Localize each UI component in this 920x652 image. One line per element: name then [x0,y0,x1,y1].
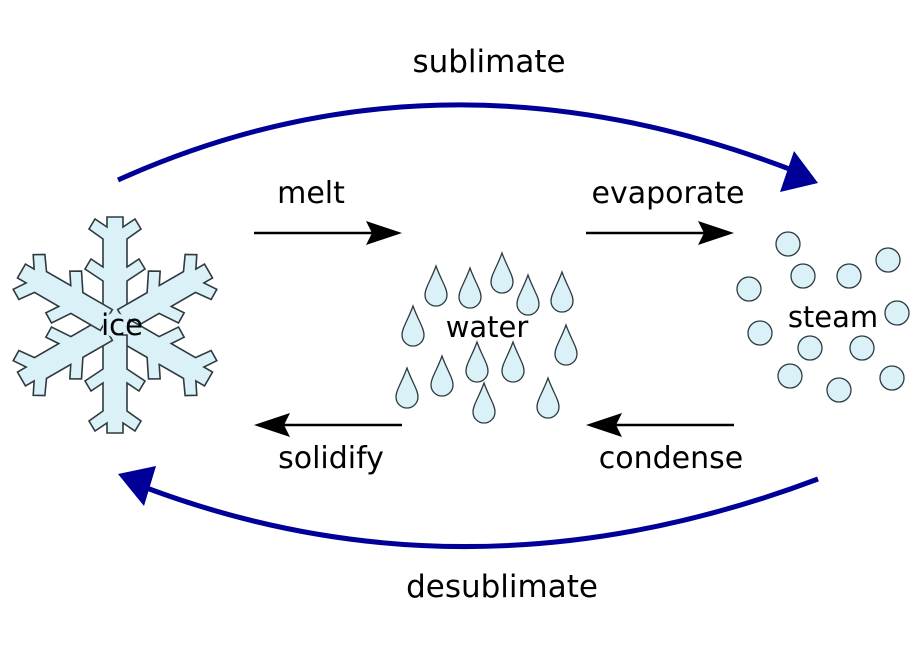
steam-bubble [797,335,823,361]
water-drop [424,264,448,307]
melt-label: melt [277,176,345,211]
water-drop [458,266,482,309]
solidify-label: solidify [278,441,384,476]
sublimate-label: sublimate [412,44,565,80]
water-drop [550,270,574,313]
steam-bubble [777,363,803,389]
steam-bubble [884,300,910,326]
snowflake-icon [12,216,218,434]
steam-bubbles-icon [736,231,910,403]
water-label: water [446,310,529,344]
steam-bubble [790,263,816,289]
water-drop [536,376,560,419]
water-drop [465,340,489,383]
steam-bubble [826,377,852,403]
ice-label: ice [101,308,143,342]
desublimate-arrow [118,466,819,550]
steam-label: steam [788,300,878,334]
water-drop [430,354,454,397]
water-droplets-icon [395,251,578,424]
steam-bubble [849,335,875,361]
evaporate-arrow [586,221,734,245]
water-drop [516,273,540,316]
condense-label: condense [599,441,743,476]
steam-bubble [879,365,905,391]
steam-bubble [836,263,862,289]
water-drop [490,251,514,294]
water-drop [554,323,578,366]
water-drop [501,340,525,383]
steam-bubble [775,231,801,257]
steam-bubble [736,276,762,302]
sublimate-arrow [116,102,818,192]
condense-arrow [586,413,734,437]
solidify-arrow [254,413,402,437]
steam-bubble [747,320,773,346]
water-drop [472,381,496,424]
steam-bubble [875,247,901,273]
water-drop [395,366,419,409]
evaporate-label: evaporate [592,176,745,211]
water-drop [401,304,425,347]
melt-arrow [254,221,402,245]
desublimate-label: desublimate [406,569,598,605]
